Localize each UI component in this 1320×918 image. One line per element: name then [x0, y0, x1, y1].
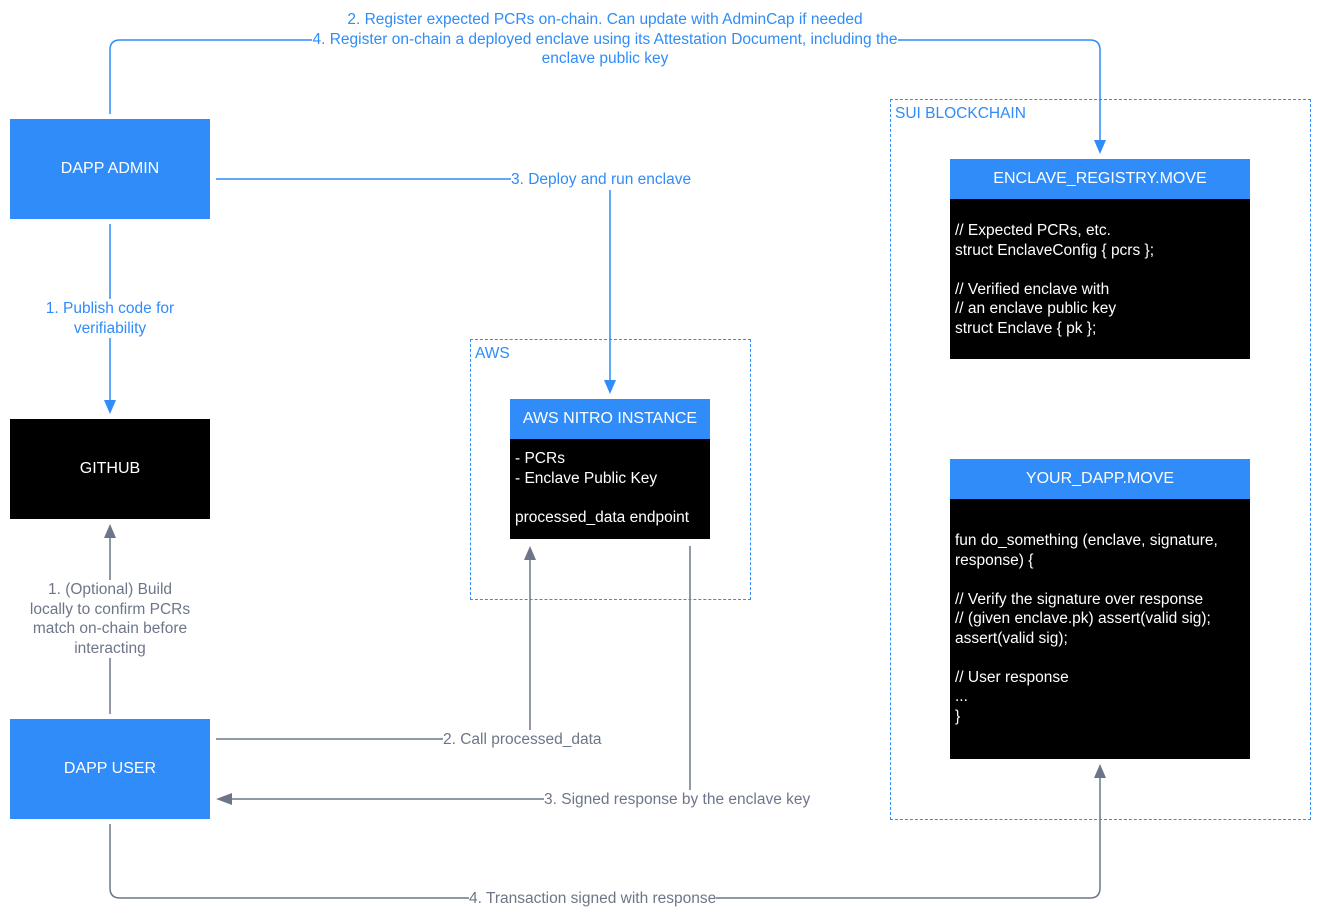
edge-label-publish-line-2: verifiability	[73, 319, 147, 337]
code-line: fun do_something (enclave, signature,	[955, 532, 1218, 549]
group-sui-blockchain	[890, 99, 1311, 820]
node-enclave-registry-body: // Expected PCRs, etc. struct EnclaveCon…	[955, 221, 1246, 338]
code-line	[515, 488, 706, 508]
group-sui-title: SUI BLOCKCHAIN	[895, 105, 1026, 122]
edge-label-optional-line-3: match on-chain before	[32, 620, 188, 637]
code-line	[955, 260, 1246, 280]
arrowhead-github-up	[104, 524, 116, 538]
arrowhead-nitro	[604, 380, 616, 394]
edge-label-transaction: 4. Transaction signed with response	[469, 889, 717, 909]
code-line	[955, 570, 1246, 590]
code-line: response) {	[955, 551, 1034, 569]
node-your-dapp: YOUR_DAPP.MOVE fun do_something (enclave…	[950, 459, 1250, 759]
code-line: struct Enclave { pk };	[955, 319, 1097, 337]
edge-label-publish-line-1: 1. Publish code for	[45, 300, 175, 317]
group-aws	[470, 339, 751, 600]
node-your-dapp-body: fun do_something (enclave, signature, re…	[955, 531, 1246, 726]
code-line: // Verify the signature over response	[955, 590, 1204, 608]
node-dapp-user-label: DAPP USER	[63, 760, 157, 777]
edge-label-optional-line-1: 1. (Optional) Build	[47, 581, 173, 598]
group-aws-title: AWS	[475, 345, 510, 362]
code-line	[955, 648, 1246, 668]
edge-label-register-line-2: 4. Register on-chain a deployed enclave …	[312, 30, 898, 48]
edge-label-optional-build: 1. (Optional) Build locally to confirm P…	[20, 580, 200, 658]
code-line: processed_data endpoint	[515, 508, 690, 526]
code-line: }	[955, 707, 961, 725]
code-line: assert(valid sig);	[955, 629, 1068, 647]
arrowhead-github	[104, 400, 116, 414]
node-aws-nitro-body: - PCRs - Enclave Public Key processed_da…	[515, 449, 706, 527]
node-enclave-registry-title: ENCLAVE_REGISTRY.MOVE	[950, 159, 1250, 199]
node-aws-nitro-title: AWS NITRO INSTANCE	[510, 399, 710, 439]
node-your-dapp-title: YOUR_DAPP.MOVE	[950, 459, 1250, 499]
code-line: struct EnclaveConfig { pcrs };	[955, 241, 1155, 259]
edge-label-signed: 3. Signed response by the enclave key	[544, 790, 811, 810]
arrowhead-nitro-up	[524, 546, 536, 560]
arrowhead-registry	[1094, 140, 1106, 154]
node-github: GITHUB	[10, 419, 210, 519]
code-line: ...	[955, 688, 968, 705]
code-line: // (given enclave.pk) assert(valid sig);	[955, 610, 1211, 627]
code-line: - Enclave Public Key	[515, 469, 658, 487]
code-line: // an enclave public key	[955, 300, 1117, 317]
edge-label-register-line-1: 2. Register expected PCRs on-chain. Can …	[347, 11, 863, 28]
node-github-label: GITHUB	[79, 460, 141, 477]
arrowhead-user	[216, 793, 232, 805]
edge-label-publish: 1. Publish code for verifiability	[30, 299, 190, 338]
node-dapp-admin: DAPP ADMIN	[10, 119, 210, 219]
edge-label-optional-line-4: interacting	[74, 639, 146, 657]
code-line: - PCRs	[515, 450, 565, 467]
edge-label-call: 2. Call processed_data	[443, 730, 602, 750]
edge-label-deploy: 3. Deploy and run enclave	[511, 170, 692, 190]
arrowhead-dapp-up	[1094, 764, 1106, 778]
edge-label-register: 2. Register expected PCRs on-chain. Can …	[270, 10, 940, 69]
code-line: // Verified enclave with	[955, 280, 1110, 298]
node-aws-nitro: AWS NITRO INSTANCE - PCRs - Enclave Publ…	[510, 399, 710, 539]
code-line: // User response	[955, 668, 1069, 686]
edge-label-optional-line-2: locally to confirm PCRs	[29, 600, 191, 618]
node-enclave-registry: ENCLAVE_REGISTRY.MOVE // Expected PCRs, …	[950, 159, 1250, 359]
edge-label-register-line-3: enclave public key	[541, 50, 669, 67]
node-dapp-user: DAPP USER	[10, 719, 210, 819]
code-line: // Expected PCRs, etc.	[955, 222, 1111, 239]
node-dapp-admin-label: DAPP ADMIN	[60, 160, 160, 177]
